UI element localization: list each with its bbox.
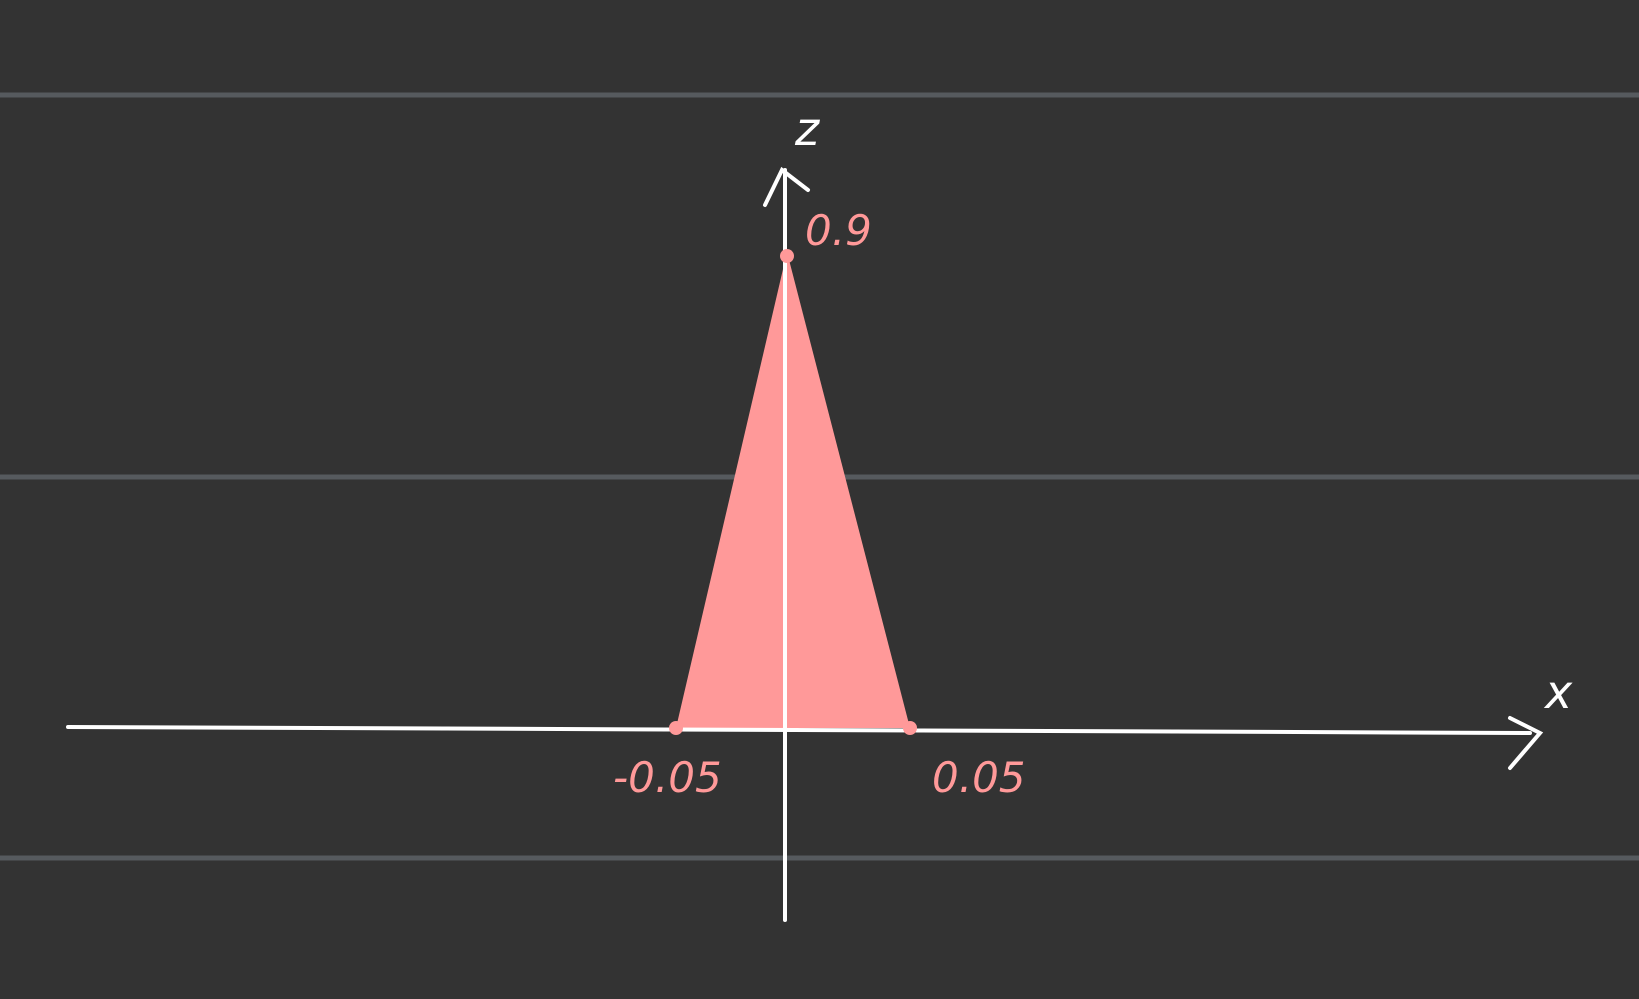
apex-value-label: 0.9: [805, 206, 872, 255]
x-axis: [66, 725, 1532, 735]
z-axis-label: z: [794, 102, 820, 156]
x-axis-label: x: [1543, 665, 1573, 719]
right-base-value-label: 0.05: [932, 753, 1026, 802]
x-axis-arrowhead: [1508, 716, 1544, 770]
z-axis-arrowhead: [763, 166, 810, 207]
right-base-point: [903, 721, 917, 735]
triangle-shape: [676, 252, 910, 728]
left-base-value-label: -0.05: [613, 753, 722, 802]
apex-point: [780, 249, 794, 263]
left-base-point: [669, 721, 683, 735]
